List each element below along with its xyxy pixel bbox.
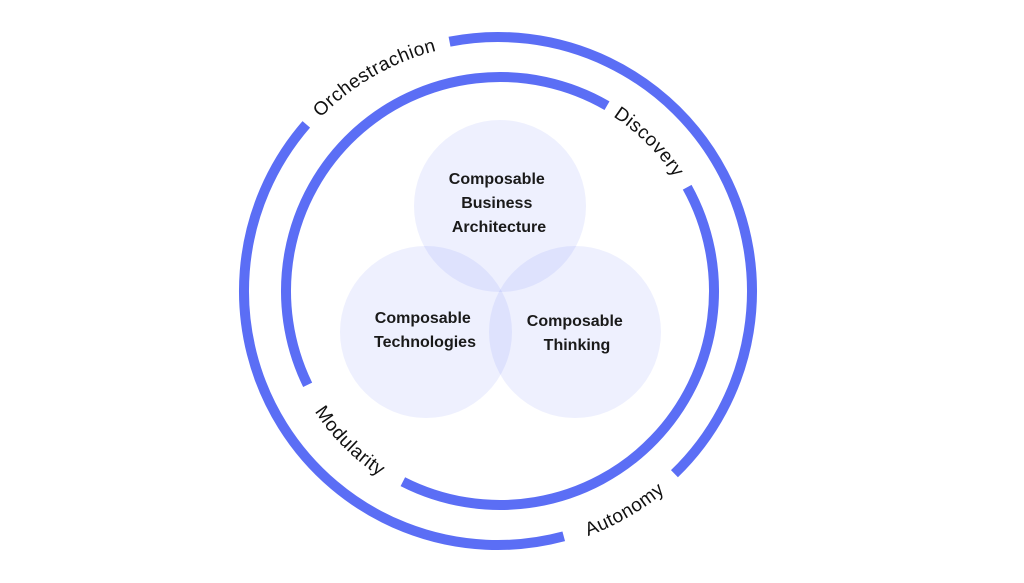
venn-circle-thinking	[489, 246, 661, 418]
venn-right-line-1: Composable	[527, 313, 623, 330]
label-orchestration-text: Orchestrachion	[309, 35, 437, 121]
venn-label-technologies: Composable Technologies	[374, 310, 476, 351]
venn-circle-business-architecture	[414, 120, 586, 292]
venn-left-line-2: Technologies	[374, 334, 476, 351]
venn-right-line-2: Thinking	[544, 337, 611, 354]
label-orchestration: Orchestrachion	[309, 35, 438, 121]
inner-ring-arc	[281, 72, 610, 387]
venn-top-line-2: Business	[461, 195, 532, 212]
outer-ring-arc	[239, 121, 566, 551]
venn-circle-technologies	[340, 246, 512, 418]
venn-label-business-architecture: Composable Business Architecture	[449, 171, 549, 236]
venn-left-line-1: Composable	[375, 310, 471, 327]
inner-ring-arc	[400, 184, 720, 510]
venn-top-line-1: Composable	[449, 171, 545, 188]
outer-ring-arc	[448, 32, 757, 478]
venn-top-line-3: Architecture	[452, 219, 546, 236]
venn-label-thinking: Composable Thinking	[527, 313, 627, 354]
